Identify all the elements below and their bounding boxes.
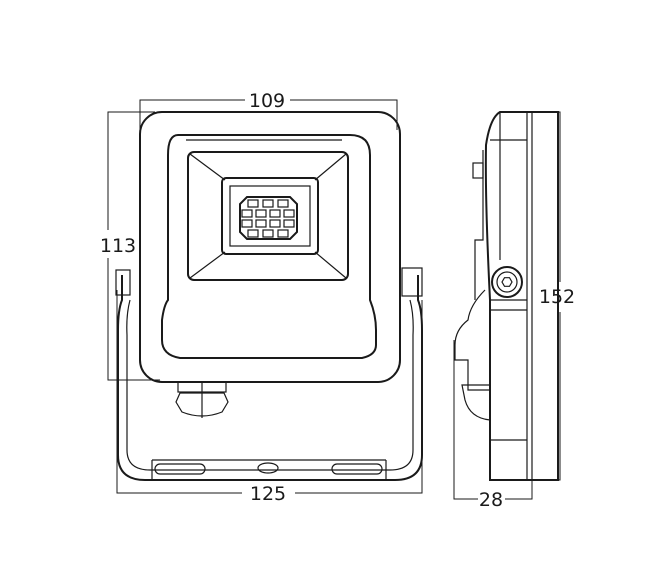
adjustment-knob [491,266,523,298]
bracket-pivot-left [115,269,131,296]
bracket-pivot-right [401,267,423,297]
dimension-label: 113 [100,235,136,257]
lens-frame [221,177,319,255]
reflector [187,151,349,281]
mounting-slot-right [331,463,383,475]
housing-outer [139,111,401,383]
dimension-width-125: 125 [116,290,423,505]
side-housing [484,111,559,481]
dimension-label: 28 [479,489,503,511]
cable-gland [175,381,229,418]
dimension-label: 125 [250,483,286,505]
dimension-width-109: 109 [139,90,398,130]
dimension-label: 152 [539,286,575,308]
led-chip-array [239,196,298,240]
dimension-depth-28: 28 [453,340,533,511]
dimension-label: 109 [249,90,285,112]
dimension-height-152: 152 [539,111,575,481]
mounting-hole [257,462,279,474]
dimension-height-113: 113 [100,111,160,381]
front-view: 109 113 125 [100,90,423,505]
mounting-bracket [117,275,423,481]
housing-inner [161,134,377,359]
mounting-slot-left [154,463,206,475]
bracket-inner-edge [126,299,414,471]
side-view: 152 28 [453,111,575,511]
